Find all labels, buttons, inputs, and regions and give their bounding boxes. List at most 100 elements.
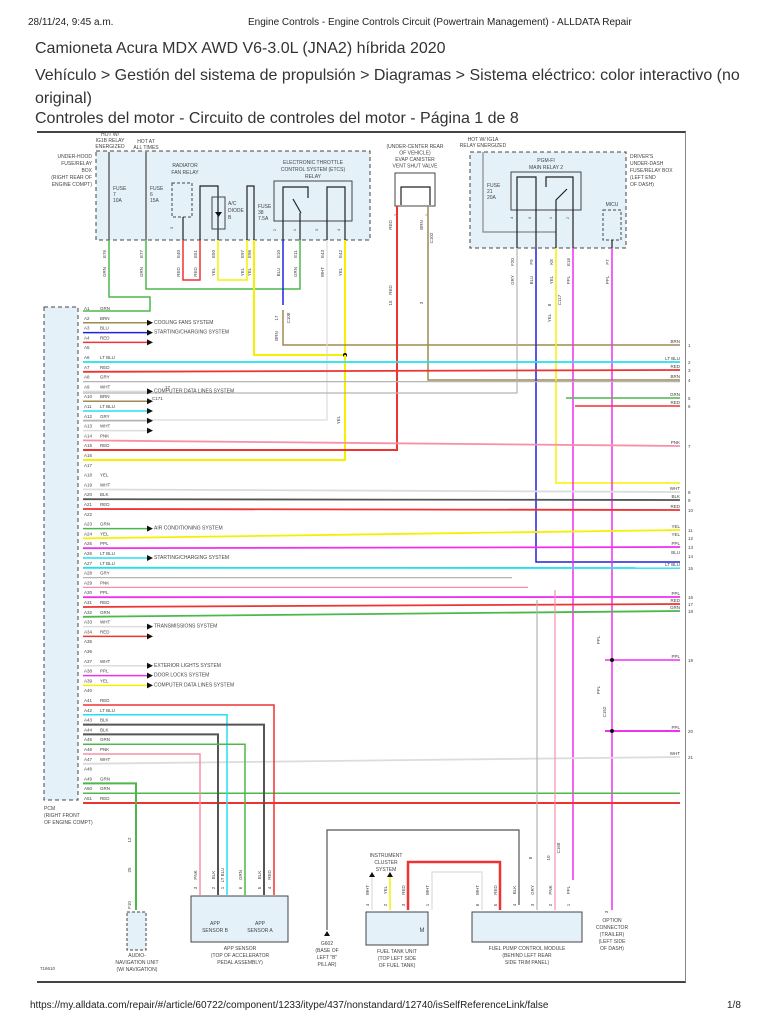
pcm-through-wire: [82, 756, 681, 765]
ground-icon: [324, 931, 330, 936]
wire-fuel-wht: [431, 871, 483, 910]
pcm-pin-number: A34: [84, 629, 93, 634]
option-connector-label: CONNECTOR: [596, 925, 629, 931]
app-pin-number: 5: [257, 886, 262, 889]
wire-color-label: GRN: [139, 267, 144, 277]
pcm-wire-color: WHT: [100, 659, 110, 664]
fuel-pump-wire-color: GRY: [530, 885, 535, 895]
app-wire-color: RED: [267, 870, 272, 880]
ref-wire-color: BLU: [671, 550, 680, 555]
ref-wire-color: RED: [670, 504, 680, 509]
pcm-wire-color: LT BLU: [100, 561, 115, 566]
option-connector-label: (TRAILER): [600, 932, 625, 938]
figure-id-label: 716610: [40, 966, 56, 971]
underhood-box-label: BOX: [81, 168, 92, 174]
pcm-wire-color: GRN: [100, 776, 110, 781]
wire-e50-e97: [217, 240, 248, 281]
evap-valve: [394, 172, 436, 207]
pcm-pin-number: A4: [84, 335, 90, 340]
wire-a46: [83, 753, 201, 895]
wire-color-label: BRN: [274, 331, 279, 341]
ref-wire-color: WHT: [670, 751, 680, 756]
ref-wire-color: BRN: [670, 339, 680, 344]
pgmfi-pin-number: 4: [509, 216, 514, 219]
app-sensor-b-label: SENSOR B: [202, 928, 229, 934]
pcm-pin-number: A30: [84, 590, 93, 595]
wire-f20-gry: [83, 248, 518, 394]
pcm-pin-number: A36: [84, 649, 93, 654]
pcm-pin-number: A37: [84, 659, 93, 664]
page-indicator: 1/8: [727, 1000, 741, 1011]
evap-valve-label: OF VEHICLE): [399, 151, 431, 157]
pcm-pin-number: A22: [84, 512, 93, 517]
fuse6-label: FUSE: [150, 186, 164, 192]
pcm-wire-color: RED: [100, 335, 110, 340]
pcm-wire-color: PPL: [100, 669, 109, 674]
diagram-subtitle: Controles del motor - Circuito de contro…: [35, 110, 519, 127]
ref-number: 13: [688, 545, 694, 550]
pcm-wire-color: BRN: [100, 394, 110, 399]
pcm-pin-number: A17: [84, 463, 93, 468]
pcm-pin-number: A40: [84, 688, 93, 693]
system-reference-label: COMPUTER DATA LINES SYSTEM: [154, 682, 234, 688]
fuel-pump-pin: 3: [530, 903, 535, 906]
wire-f9-ref14: [535, 248, 680, 563]
underhood-box-label: FUSE/RELAY: [61, 161, 92, 167]
hot-ig1b-label: IG1B RELAY: [96, 138, 125, 144]
fuse6-label: 6: [150, 192, 153, 198]
pcm-pin-number: A20: [84, 492, 93, 497]
app-pin-number: 1: [220, 886, 225, 889]
system-arrow-icon: [147, 623, 153, 630]
pcm-wire-color: WHT: [100, 757, 110, 762]
etcs-pin-number: 3: [314, 228, 319, 231]
system-reference-label: STARTING/CHARGING SYSTEM: [154, 555, 229, 561]
pcm-wire-color: RED: [100, 502, 110, 507]
pcm-through-wire: [82, 546, 681, 550]
system-arrow-icon: [147, 427, 153, 434]
pcm-wire-color: BLU: [100, 326, 109, 331]
pcm-label: (RIGHT FRONT: [44, 813, 80, 819]
ref-number: 17: [688, 602, 694, 607]
connector-pin: 3: [419, 301, 424, 304]
pcm-wire-color: PNK: [100, 747, 109, 752]
pcm-pin-number: A14: [84, 433, 93, 438]
arrow-up-icon: [387, 872, 393, 877]
pcm-pin-number: A49: [84, 776, 93, 781]
pcm-wire-color: GRY: [100, 414, 110, 419]
connector-pin: 8: [528, 856, 533, 859]
g602-label: LEFT "B": [317, 955, 338, 961]
terminal-id: E40: [176, 250, 181, 259]
ref-wire-color: PNK: [671, 440, 680, 445]
connector-pin: 17: [165, 385, 171, 390]
fuse7-label: FUSE: [113, 186, 127, 192]
driver-box-label: UNDER-DASH: [630, 161, 664, 167]
breadcrumb: Vehículo > Gestión del sistema de propul…: [35, 67, 740, 107]
option-connector-label: OF DASH): [600, 946, 624, 952]
pcm-wire-color: RED: [100, 365, 110, 370]
ref-number: 2: [688, 360, 691, 365]
evap-valve-label: (UNDER-CENTER REAR: [387, 144, 444, 150]
pcm-label: PCM: [44, 806, 55, 812]
fuel-tank-pin: 4: [365, 903, 370, 906]
underhood-box-label: ENGINE COMPT): [52, 182, 93, 188]
ac-diode-label: A/C: [228, 201, 237, 207]
pgmfi-coil: [516, 176, 537, 248]
pcm-wire-color: LT BLU: [100, 551, 115, 556]
pcm-wire-color: RED: [100, 796, 110, 801]
app-sensor-label: APP SENSOR: [224, 946, 257, 952]
system-arrow-icon: [147, 398, 153, 405]
pcm-pin-number: A15: [84, 443, 93, 448]
system-reference-label: DOOR LOCKS SYSTEM: [154, 673, 209, 679]
system-reference-label: COMPUTER DATA LINES SYSTEM: [154, 388, 234, 394]
fuse6-label: 15A: [150, 198, 160, 204]
pcm-pin-number: A3: [84, 326, 90, 331]
hot-all-times-label: HOT AT: [137, 139, 155, 145]
hot-ig1b-label: ENERGIZED: [95, 144, 125, 150]
wire-color-label: RED: [388, 220, 393, 230]
pcm-through-wire: [82, 439, 681, 447]
ref-number: 12: [688, 536, 694, 541]
system-arrow-icon: [147, 672, 153, 679]
pcm-pin-number: A8: [84, 375, 90, 380]
etcs-relay: [273, 180, 353, 222]
system-arrow-icon: [147, 388, 153, 395]
